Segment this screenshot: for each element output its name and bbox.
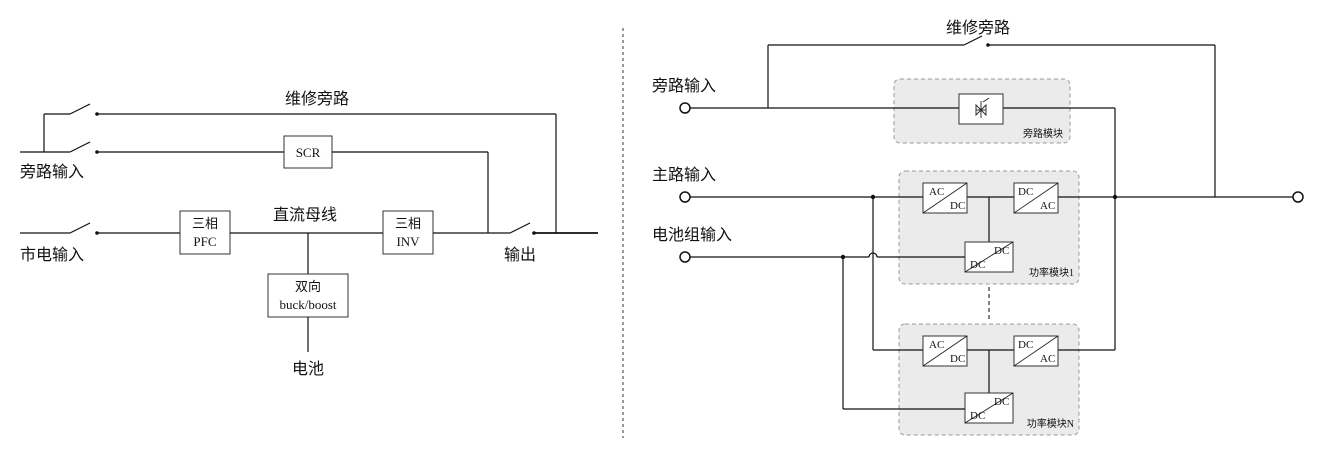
m1-dcdc-dc-bottom: DC xyxy=(970,259,985,271)
mn-acdc-dc: DC xyxy=(950,353,965,365)
module1-dcac-converter xyxy=(1013,182,1059,214)
r-main-input-label: 主路输入 xyxy=(652,166,716,184)
m1-acdc-ac: AC xyxy=(929,186,944,198)
inv-label-line2: INV xyxy=(396,234,420,249)
left-single-module-diagram: 维修旁路 旁路输入 市电输入 SCR 三相 PFC 直流母线 三相 INV 输出… xyxy=(20,90,598,378)
inv-box xyxy=(382,210,434,255)
module1-dcdc-converter xyxy=(964,241,1014,273)
mn-acdc-ac: AC xyxy=(929,339,944,351)
right-modular-diagram: AC DC DC AC DC DC AC DC DC AC DC DC 维修旁路… xyxy=(652,19,1304,436)
mn-dcdc-dc-top: DC xyxy=(994,396,1009,408)
bypass-input-terminal xyxy=(679,102,691,114)
m1-acdc-dc: DC xyxy=(950,200,965,212)
r-battery-input-label: 电池组输入 xyxy=(652,226,732,244)
main-input-terminal xyxy=(679,191,691,203)
power-module-n-label: 功率模块N xyxy=(1027,417,1074,430)
dc-bus-label: 直流母线 xyxy=(273,206,337,224)
modulen-dcac-converter xyxy=(1013,335,1059,367)
maint-bypass-switch xyxy=(69,103,91,115)
m1-dcac-dc: DC xyxy=(1018,186,1033,198)
pfc-label-line1: 三相 xyxy=(192,216,218,231)
inv-label-line1: 三相 xyxy=(395,216,421,231)
thyristor-icon xyxy=(975,97,990,118)
mn-dcac-dc: DC xyxy=(1018,339,1033,351)
buck-boost-label-line1: 双向 xyxy=(295,279,321,294)
bypass-input-label: 旁路输入 xyxy=(20,163,84,181)
r-maint-bypass-label: 维修旁路 xyxy=(946,19,1010,37)
modulen-acdc-converter xyxy=(922,335,968,367)
scr-label: SCR xyxy=(296,145,321,160)
bypass-module-label: 旁路模块 xyxy=(1023,127,1063,140)
mains-input-label: 市电输入 xyxy=(20,246,84,264)
output-terminal xyxy=(1292,191,1304,203)
module1-acdc-converter xyxy=(922,182,968,214)
m1-dcdc-dc-top: DC xyxy=(994,245,1009,257)
r-bypass-input-label: 旁路输入 xyxy=(652,77,716,95)
mn-dcac-ac: AC xyxy=(1040,353,1055,365)
mn-dcdc-dc-bottom: DC xyxy=(970,410,985,422)
r-maint-bypass-switch xyxy=(963,35,983,46)
output-label: 输出 xyxy=(504,246,536,264)
scr-box xyxy=(283,135,333,169)
battery-label: 电池 xyxy=(292,360,324,378)
battery-input-terminal xyxy=(679,251,691,263)
m1-dcac-ac: AC xyxy=(1040,200,1055,212)
static-bypass-switch xyxy=(69,141,91,153)
pfc-label-line2: PFC xyxy=(193,234,216,249)
modulen-dcdc-converter xyxy=(964,392,1014,424)
output-switch xyxy=(509,222,531,234)
buck-boost-label-line2: buck/boost xyxy=(279,297,336,312)
mains-switch xyxy=(69,222,91,234)
power-module-1-label: 功率模块1 xyxy=(1029,266,1074,279)
maint-bypass-label: 维修旁路 xyxy=(285,90,349,108)
